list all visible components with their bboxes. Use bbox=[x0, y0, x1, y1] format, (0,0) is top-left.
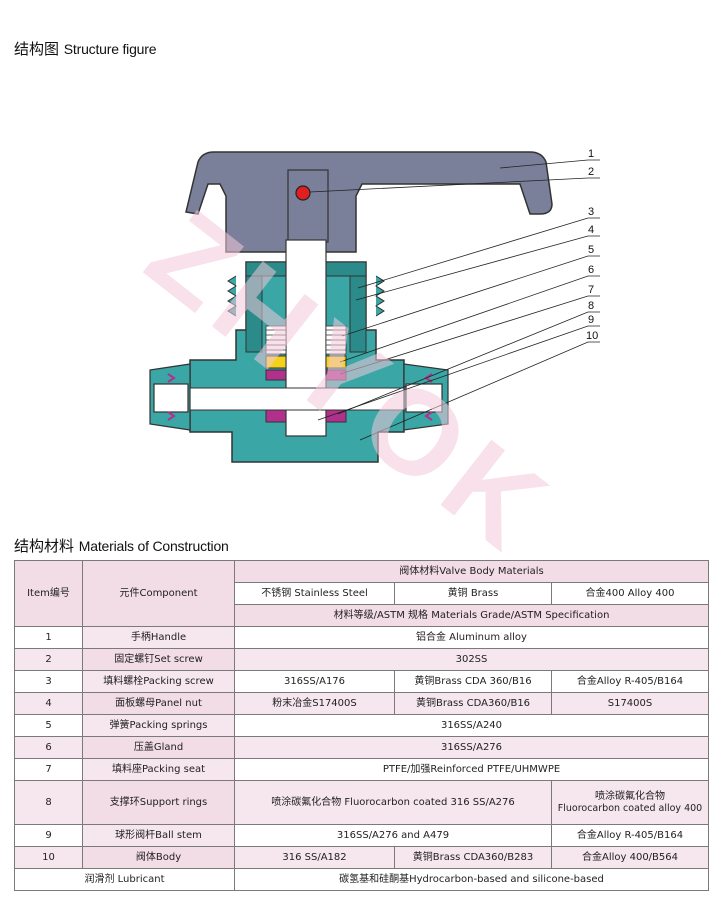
row-component: 阀体Body bbox=[82, 846, 235, 869]
header-item: Item编号 bbox=[14, 560, 83, 627]
set-screw bbox=[295, 185, 311, 201]
table-row: 4 面板螺母Panel nut 粉末冶金S17400S 黄铜Brass CDA3… bbox=[14, 692, 709, 715]
row-material-brass: 黄铜Brass CDA360/B283 bbox=[394, 846, 552, 869]
row-material-ss-brass: 316SS/A276 and A479 bbox=[234, 824, 552, 847]
header-brass: 黄铜 Brass bbox=[394, 582, 552, 605]
table-row: 9 球形阀杆Ball stem 316SS/A276 and A479 合金Al… bbox=[14, 824, 709, 847]
lubricant-value: 碳氢基和硅酮基Hydrocarbon-based and silicone-ba… bbox=[234, 868, 709, 891]
materials-title-zh: 结构材料 bbox=[14, 537, 75, 555]
callout-4: 4 bbox=[588, 224, 594, 236]
table-row: 2 固定螺钉Set screw 302SS bbox=[14, 648, 709, 671]
callout-1: 1 bbox=[588, 148, 594, 160]
handle-hub bbox=[287, 169, 329, 243]
row-item: 7 bbox=[14, 758, 83, 781]
row-component: 球形阀杆Ball stem bbox=[82, 824, 235, 847]
gland-right bbox=[325, 355, 347, 369]
callout-10: 10 bbox=[586, 330, 598, 342]
table-row: 8 支撑环Support rings 喷涂碳氟化合物 Fluorocarbon … bbox=[14, 780, 709, 825]
structure-title: 结构图 Structure figure bbox=[14, 38, 157, 59]
row-component: 面板螺母Panel nut bbox=[82, 692, 235, 715]
row-material: 302SS bbox=[234, 648, 709, 671]
row-item: 9 bbox=[14, 824, 83, 847]
table-row: 10 阀体Body 316 SS/A182 黄铜Brass CDA360/B28… bbox=[14, 846, 709, 869]
callout-5: 5 bbox=[588, 244, 594, 256]
row-material-alloy: 喷涂碳氟化合物 Fluorocarbon coated alloy 400 bbox=[551, 780, 709, 825]
row-item: 8 bbox=[14, 780, 83, 825]
lubricant-label: 润滑剂 Lubricant bbox=[14, 868, 235, 891]
callout-2: 2 bbox=[588, 166, 594, 178]
row-material-ss: 316 SS/A182 bbox=[234, 846, 395, 869]
row-item: 3 bbox=[14, 670, 83, 693]
end-fitting-right bbox=[403, 363, 449, 431]
table-row: 7 填料座Packing seat PTFE/加强Reinforced PTFE… bbox=[14, 758, 709, 781]
flow-channel bbox=[189, 387, 405, 411]
row-material-ss: 粉末冶金S17400S bbox=[234, 692, 395, 715]
row-material-ss: 316SS/A176 bbox=[234, 670, 395, 693]
callout-7: 7 bbox=[588, 284, 594, 296]
row-material: 316SS/A240 bbox=[234, 714, 709, 737]
row-material-alloy: 合金Alloy R-405/B164 bbox=[551, 670, 709, 693]
row-material-alloy: S17400S bbox=[551, 692, 709, 715]
packing-seat-left bbox=[265, 369, 287, 381]
lubricant-row: 润滑剂 Lubricant 碳氢基和硅酮基Hydrocarbon-based a… bbox=[14, 868, 709, 891]
row-item: 10 bbox=[14, 846, 83, 869]
materials-title: 结构材料 Materials of Construction bbox=[14, 535, 229, 556]
row-material-alloy-en: Fluorocarbon coated alloy 400 bbox=[557, 802, 703, 814]
callout-6: 6 bbox=[588, 264, 594, 276]
row-component: 填料座Packing seat bbox=[82, 758, 235, 781]
row-item: 6 bbox=[14, 736, 83, 759]
row-item: 4 bbox=[14, 692, 83, 715]
header-alloy-400: 合金400 Alloy 400 bbox=[551, 582, 709, 605]
header-valve-body-materials: 阀体材料Valve Body Materials bbox=[234, 560, 709, 583]
support-ring-left bbox=[265, 409, 287, 423]
row-component: 支撑环Support rings bbox=[82, 780, 235, 825]
row-component: 手柄Handle bbox=[82, 626, 235, 649]
table-row: 5 弹簧Packing springs 316SS/A240 bbox=[14, 714, 709, 737]
row-item: 1 bbox=[14, 626, 83, 649]
materials-table: Item编号 元件Component 阀体材料Valve Body Materi… bbox=[14, 560, 709, 891]
end-fitting-left bbox=[149, 363, 191, 431]
row-material-alloy-zh: 喷涂碳氟化合物 bbox=[595, 790, 665, 802]
gland-left bbox=[265, 355, 287, 369]
row-component: 固定螺钉Set screw bbox=[82, 648, 235, 671]
row-component: 弹簧Packing springs bbox=[82, 714, 235, 737]
table-row: 1 手柄Handle 铝合金 Aluminum alloy bbox=[14, 626, 709, 649]
row-material-ss-brass: 喷涂碳氟化合物 Fluorocarbon coated 316 SS/A276 bbox=[234, 780, 552, 825]
row-component: 压盖Gland bbox=[82, 736, 235, 759]
header-row-3: 材料等级/ASTM 规格 Materials Grade/ASTM Specif… bbox=[15, 604, 709, 627]
row-item: 2 bbox=[14, 648, 83, 671]
callout-9: 9 bbox=[588, 314, 594, 326]
header-grade-spec: 材料等级/ASTM 规格 Materials Grade/ASTM Specif… bbox=[234, 604, 709, 627]
callout-numbers: 1 2 3 4 5 6 7 8 9 10 bbox=[586, 148, 598, 342]
packing-seat-right bbox=[325, 369, 347, 381]
handle bbox=[185, 151, 553, 253]
header-row-2: 不锈钢 Stainless Steel 黄铜 Brass 合金400 Alloy… bbox=[15, 582, 709, 605]
table-row: 6 压盖Gland 316SS/A276 bbox=[14, 736, 709, 759]
materials-title-en: Materials of Construction bbox=[78, 538, 229, 554]
header-component: 元件Component bbox=[82, 560, 235, 627]
callout-3: 3 bbox=[588, 206, 594, 218]
valve-structure-figure: 1 2 3 4 5 6 7 8 9 10 bbox=[149, 148, 600, 463]
row-material-alloy: 合金Alloy R-405/B164 bbox=[551, 824, 709, 847]
header-stainless-steel: 不锈钢 Stainless Steel bbox=[234, 582, 395, 605]
thread-teeth bbox=[227, 275, 385, 317]
row-item: 5 bbox=[14, 714, 83, 737]
structure-title-zh: 结构图 bbox=[14, 40, 60, 58]
callout-8: 8 bbox=[588, 300, 594, 312]
row-material: PTFE/加强Reinforced PTFE/UHMWPE bbox=[234, 758, 709, 781]
row-material-alloy: 合金Alloy 400/B564 bbox=[551, 846, 709, 869]
packing-springs bbox=[265, 325, 347, 355]
table-row: 3 填料螺栓Packing screw 316SS/A176 黄铜Brass C… bbox=[14, 670, 709, 693]
row-material: 316SS/A276 bbox=[234, 736, 709, 759]
row-component: 填料螺栓Packing screw bbox=[82, 670, 235, 693]
row-material-brass: 黄铜Brass CDA360/B16 bbox=[394, 692, 552, 715]
structure-title-en: Structure figure bbox=[63, 41, 157, 57]
row-material: 铝合金 Aluminum alloy bbox=[234, 626, 709, 649]
callout-leaders bbox=[309, 159, 600, 441]
header-row-1: Item编号 元件Component 阀体材料Valve Body Materi… bbox=[14, 560, 709, 627]
row-material-brass: 黄铜Brass CDA 360/B16 bbox=[394, 670, 552, 693]
